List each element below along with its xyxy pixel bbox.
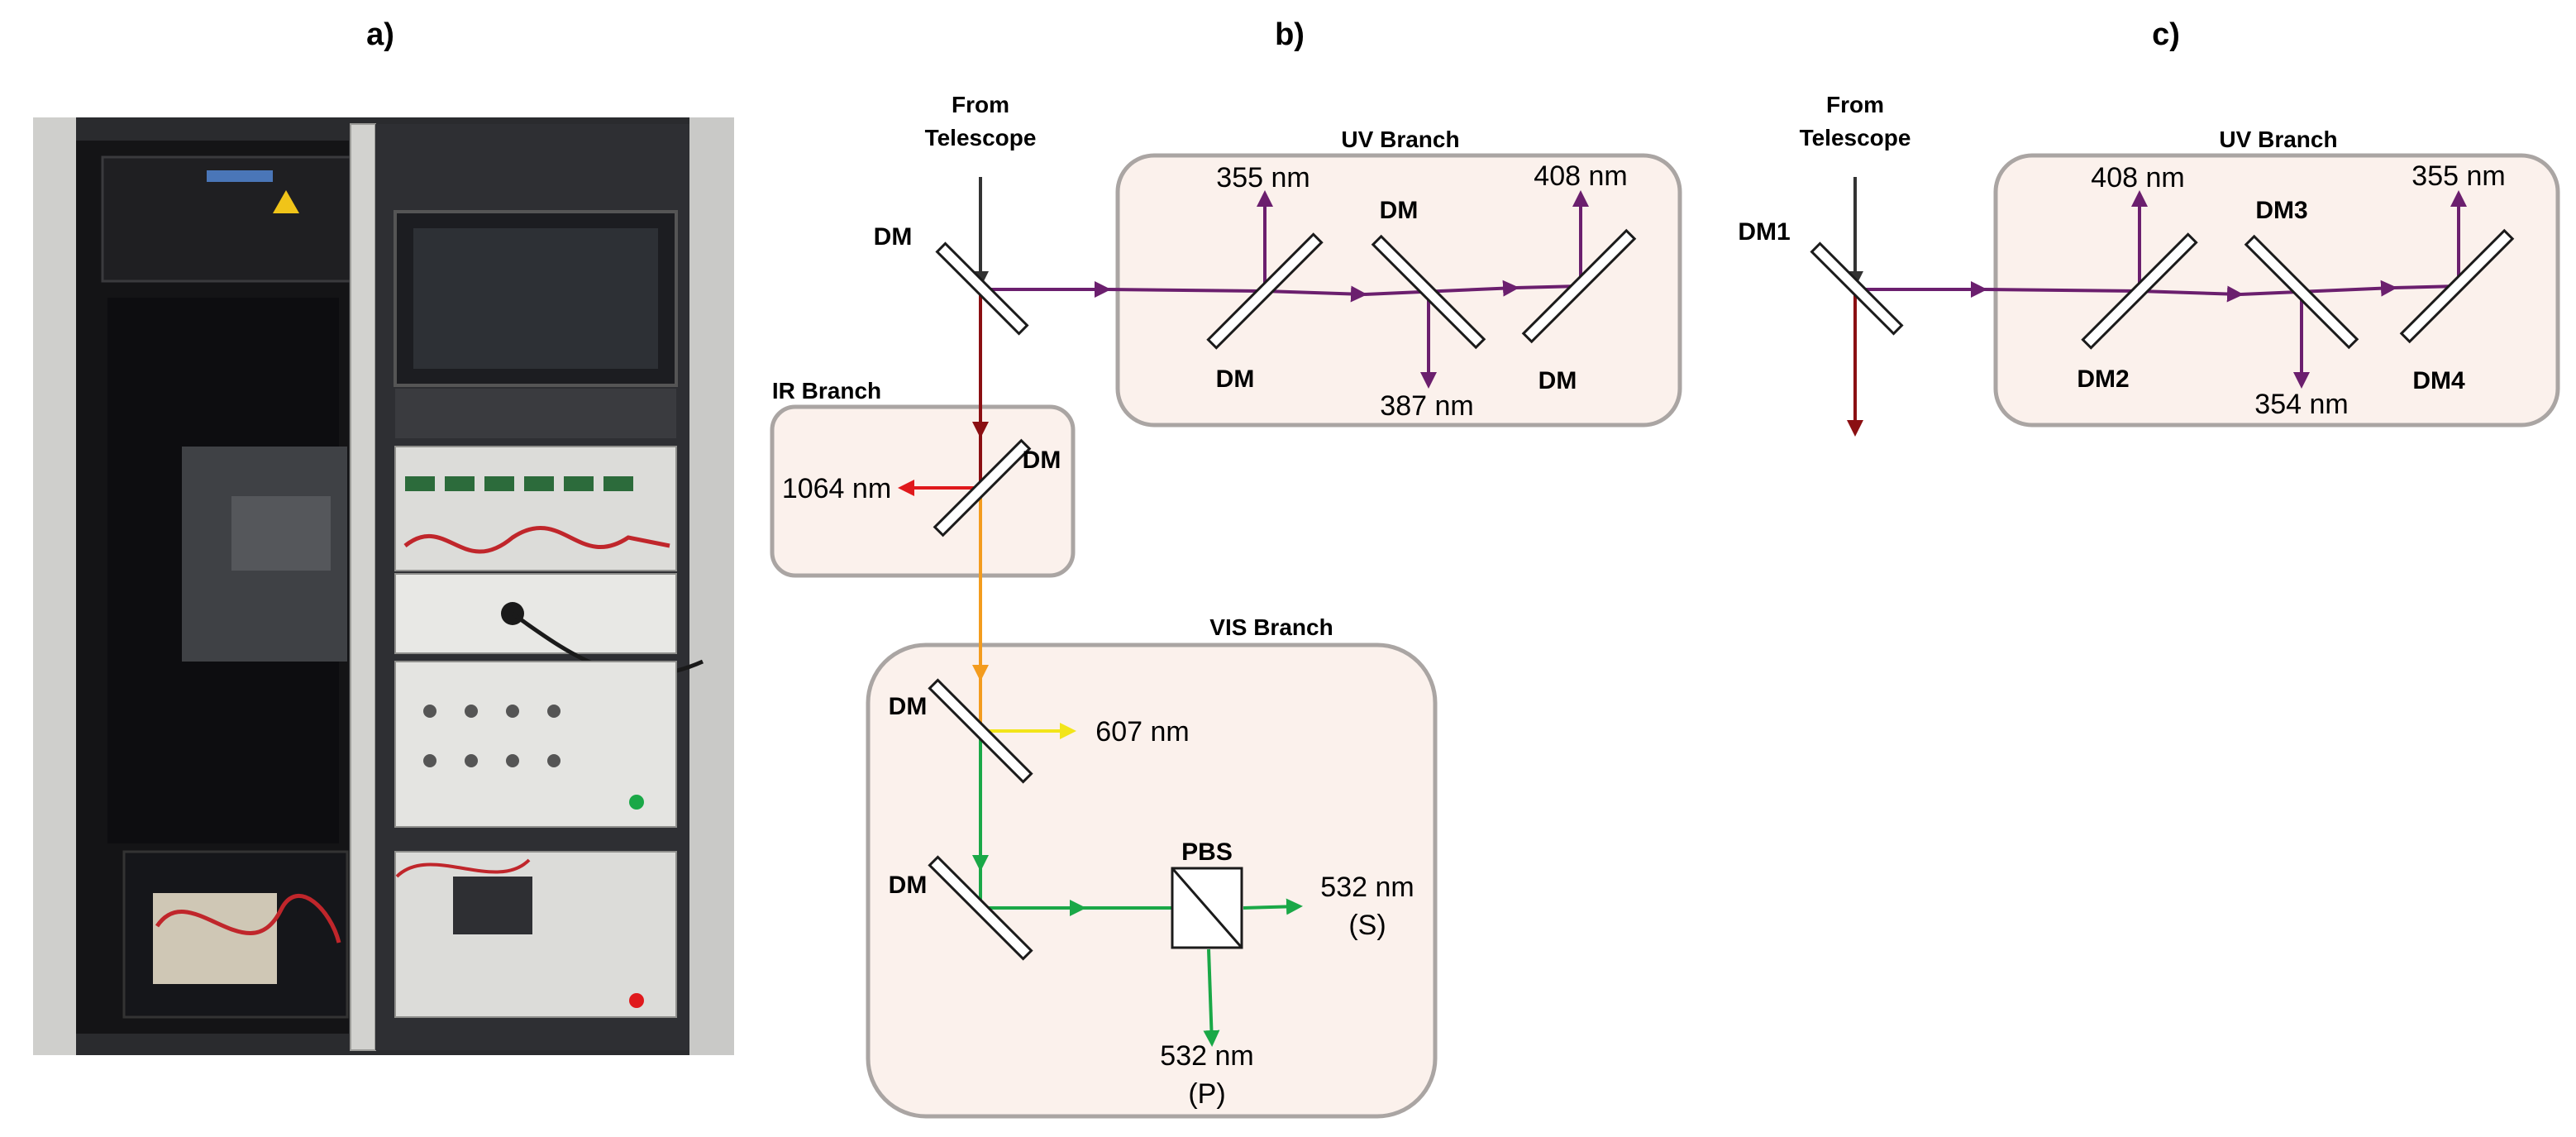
pmt-module-panel bbox=[394, 446, 677, 571]
dm-label-vis1: DM bbox=[889, 693, 928, 720]
recorder-status-led bbox=[629, 795, 644, 810]
wl-532-p-pol: (P) bbox=[1188, 1078, 1225, 1110]
green-532s-out bbox=[1243, 898, 1303, 915]
control-unit bbox=[394, 573, 677, 654]
ir-branch-box bbox=[770, 404, 1076, 578]
laser-warning-icon bbox=[273, 190, 299, 213]
dm-mirror-uv3 bbox=[1521, 228, 1637, 344]
room-background-object bbox=[231, 496, 331, 571]
wl-607: 607 nm bbox=[1095, 716, 1189, 748]
wl-355-c: 355 nm bbox=[2411, 160, 2505, 192]
dm3-mirror bbox=[2244, 234, 2359, 350]
pmt-red-cables bbox=[403, 526, 670, 554]
laser-power-supply bbox=[394, 851, 677, 1018]
dm4-mirror bbox=[2399, 228, 2515, 344]
dm-label-vis2: DM bbox=[889, 872, 928, 899]
pbs-label: PBS bbox=[1181, 838, 1233, 866]
dm2-label: DM2 bbox=[2077, 365, 2129, 393]
uv-beam-c-seg2 bbox=[2139, 285, 2244, 303]
dm-label-uv1: DM bbox=[1216, 365, 1255, 393]
rack-monitor-screen bbox=[413, 228, 658, 369]
dm4-label: DM4 bbox=[2412, 367, 2465, 394]
power-supply-red-cable bbox=[395, 858, 531, 878]
wl-354-c: 354 nm bbox=[2254, 389, 2348, 420]
dm3-label: DM3 bbox=[2255, 197, 2307, 224]
vis-branch-title: VIS Branch bbox=[1209, 614, 1333, 640]
diagram-c: From Telescope UV Branch DM1 DM2 DM3 DM4… bbox=[1738, 92, 2560, 437]
dm-label-uv3: DM bbox=[1538, 367, 1577, 394]
optics-breadboard bbox=[153, 893, 277, 984]
uv-beam-seg1 bbox=[1107, 288, 1266, 293]
wl-532-p: 532 nm bbox=[1160, 1040, 1253, 1072]
lidar-rack-photo bbox=[33, 117, 734, 1055]
pmt-module-displays bbox=[405, 476, 633, 491]
panel-label-c: c) bbox=[2152, 17, 2180, 52]
wl-532-s: 532 nm bbox=[1320, 872, 1414, 903]
dm-label-uv2: DM bbox=[1380, 197, 1419, 224]
pbs-diagonal bbox=[1171, 867, 1243, 948]
from-telescope-line2-c: Telescope bbox=[1800, 125, 1911, 150]
laser-brand-plate bbox=[207, 170, 273, 182]
panel-label-a: a) bbox=[366, 17, 394, 52]
from-telescope-line2: Telescope bbox=[925, 125, 1037, 150]
diagram-b: From Telescope UV Branch IR Branch VIS B… bbox=[770, 92, 1682, 1119]
dm-label-ir: DM bbox=[1023, 447, 1061, 474]
transient-recorder bbox=[394, 661, 677, 828]
rack-right-frame bbox=[689, 117, 734, 1055]
dm-label-entry: DM bbox=[874, 223, 913, 251]
wl-355: 355 nm bbox=[1216, 162, 1309, 193]
power-supply-led bbox=[629, 993, 644, 1008]
optics-red-cable bbox=[155, 894, 341, 944]
dm-mirror-entry bbox=[935, 241, 1029, 336]
dm-mirror-ir bbox=[933, 438, 1032, 537]
dm-mirror-uv1 bbox=[1206, 232, 1324, 350]
wl-1064: 1064 nm bbox=[782, 473, 891, 504]
dm-mirror-vis2 bbox=[928, 855, 1033, 961]
uv-branch-title-c: UV Branch bbox=[2219, 127, 2337, 152]
rack-center-rail bbox=[350, 123, 376, 1051]
uv-beam-seg2 bbox=[1264, 285, 1367, 303]
wl-408-c: 408 nm bbox=[2091, 162, 2184, 193]
panel-label-b: b) bbox=[1275, 17, 1305, 52]
uv-beam-c-seg1 bbox=[1983, 288, 2140, 293]
wl-532-s-pol: (S) bbox=[1348, 910, 1386, 941]
ir-branch-title: IR Branch bbox=[772, 378, 881, 404]
dm1-label: DM1 bbox=[1738, 218, 1790, 246]
uv-branch-title: UV Branch bbox=[1341, 127, 1459, 152]
monitor-shelf bbox=[395, 389, 676, 438]
dm-mirror-vis1 bbox=[928, 678, 1033, 784]
power-supply-screen bbox=[453, 877, 532, 934]
dm2-mirror bbox=[2081, 232, 2198, 350]
transient-recorder-channels bbox=[423, 705, 561, 767]
uv-beam-seg3 bbox=[1363, 279, 1519, 297]
dm1-mirror bbox=[1810, 241, 1904, 336]
uv-beam-c-seg3 bbox=[2240, 279, 2397, 297]
from-telescope-line1-c: From bbox=[1826, 92, 1884, 117]
wl-387: 387 nm bbox=[1380, 390, 1473, 422]
from-telescope-line1: From bbox=[952, 92, 1009, 117]
rack-left-frame bbox=[33, 117, 76, 1055]
dm-mirror-uv2 bbox=[1371, 234, 1486, 350]
wl-408: 408 nm bbox=[1534, 160, 1627, 192]
green-532p-out bbox=[1203, 948, 1220, 1047]
